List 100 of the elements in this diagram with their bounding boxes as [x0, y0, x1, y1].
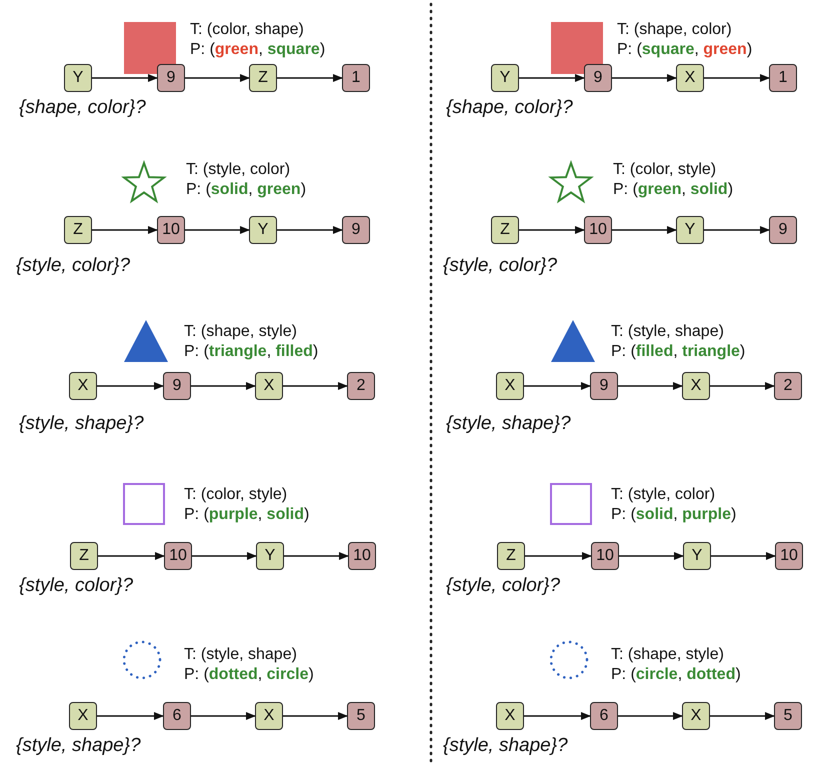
- number-box: 2: [347, 372, 375, 400]
- arrow: [710, 382, 775, 390]
- arrow: [711, 552, 776, 560]
- arrow: [284, 552, 349, 560]
- number-box: 9: [157, 64, 185, 92]
- arrow: [519, 74, 585, 82]
- letter-box: Z: [497, 542, 525, 570]
- letter-box: Y: [683, 542, 711, 570]
- number-box: 9: [584, 64, 612, 92]
- question-text: {style, color}?: [443, 256, 558, 275]
- prediction-text: P: (dotted, circle): [184, 665, 314, 684]
- target-text: T: (style, color): [611, 485, 716, 504]
- target-text: T: (shape, color): [617, 20, 732, 39]
- number-box: 1: [769, 64, 797, 92]
- arrow: [524, 712, 591, 720]
- prediction-text: P: (purple, solid): [184, 505, 310, 524]
- prediction-text: P: (filled, triangle): [611, 342, 746, 361]
- number-box: 5: [347, 702, 375, 730]
- arrow: [191, 712, 256, 720]
- question-text: {style, color}?: [19, 576, 134, 595]
- letter-box: X: [255, 372, 283, 400]
- letter-box: X: [69, 702, 97, 730]
- question-text: {style, shape}?: [446, 414, 571, 433]
- arrow: [710, 712, 775, 720]
- arrow: [524, 382, 591, 390]
- prediction-text: P: (green, solid): [613, 180, 734, 199]
- letter-box: X: [682, 702, 710, 730]
- target-text: T: (style, shape): [184, 645, 297, 664]
- arrow: [612, 226, 677, 234]
- letter-box: Y: [64, 64, 92, 92]
- question-text: {style, color}?: [446, 576, 560, 595]
- number-box: 10: [591, 542, 619, 570]
- number-box: 9: [769, 216, 797, 244]
- question-text: {style, color}?: [16, 256, 130, 275]
- number-box: 10: [775, 542, 803, 570]
- letter-box: X: [496, 372, 524, 400]
- arrow: [97, 382, 164, 390]
- number-box: 6: [163, 702, 191, 730]
- target-text: T: (shape, style): [184, 322, 297, 341]
- arrow: [283, 712, 348, 720]
- arrow: [185, 226, 250, 234]
- number-box: 10: [348, 542, 376, 570]
- number-box: 6: [590, 702, 618, 730]
- target-text: T: (style, color): [186, 160, 290, 179]
- arrow: [618, 712, 683, 720]
- letter-box: Y: [491, 64, 519, 92]
- arrow: [92, 74, 158, 82]
- letter-box: X: [496, 702, 524, 730]
- arrow: [619, 552, 684, 560]
- arrow: [92, 226, 158, 234]
- number-box: 10: [157, 216, 185, 244]
- arrow: [277, 226, 343, 234]
- arrow: [192, 552, 257, 560]
- target-text: T: (color, shape): [190, 20, 304, 39]
- prediction-text: P: (green, square): [190, 40, 326, 59]
- number-box: 2: [774, 372, 802, 400]
- target-text: T: (shape, style): [611, 645, 724, 664]
- target-text: T: (color, style): [613, 160, 716, 179]
- letter-box: X: [682, 372, 710, 400]
- question-text: {style, shape}?: [19, 414, 144, 433]
- arrow: [519, 226, 585, 234]
- question-text: {shape, color}?: [446, 98, 573, 117]
- prediction-text: P: (solid, green): [186, 180, 306, 199]
- question-text: {style, shape}?: [16, 736, 141, 755]
- letter-box: X: [676, 64, 704, 92]
- arrow: [277, 74, 343, 82]
- number-box: 5: [774, 702, 802, 730]
- question-text: {shape, color}?: [19, 98, 146, 117]
- arrow: [191, 382, 256, 390]
- number-box: 9: [342, 216, 370, 244]
- arrow: [525, 552, 592, 560]
- number-box: 10: [164, 542, 192, 570]
- letter-box: Y: [256, 542, 284, 570]
- letter-box: Y: [676, 216, 704, 244]
- letter-box: Z: [70, 542, 98, 570]
- number-box: 1: [342, 64, 370, 92]
- arrow: [704, 226, 770, 234]
- letter-box: Z: [249, 64, 277, 92]
- number-box: 9: [590, 372, 618, 400]
- prediction-text: P: (square, green): [617, 40, 752, 59]
- prediction-text: P: (triangle, filled): [184, 342, 318, 361]
- target-text: T: (style, shape): [611, 322, 724, 341]
- prediction-text: P: (solid, purple): [611, 505, 736, 524]
- arrow: [704, 74, 770, 82]
- number-box: 10: [584, 216, 612, 244]
- arrow: [185, 74, 250, 82]
- arrow: [612, 74, 677, 82]
- arrow: [618, 382, 683, 390]
- letter-box: X: [69, 372, 97, 400]
- question-text: {style, shape}?: [443, 736, 568, 755]
- arrow: [98, 552, 165, 560]
- letter-box: Y: [249, 216, 277, 244]
- letter-box: Z: [491, 216, 519, 244]
- letter-box: Z: [64, 216, 92, 244]
- arrow: [283, 382, 348, 390]
- number-box: 9: [163, 372, 191, 400]
- prediction-text: P: (circle, dotted): [611, 665, 741, 684]
- letter-box: X: [255, 702, 283, 730]
- target-text: T: (color, style): [184, 485, 288, 504]
- arrow: [97, 712, 164, 720]
